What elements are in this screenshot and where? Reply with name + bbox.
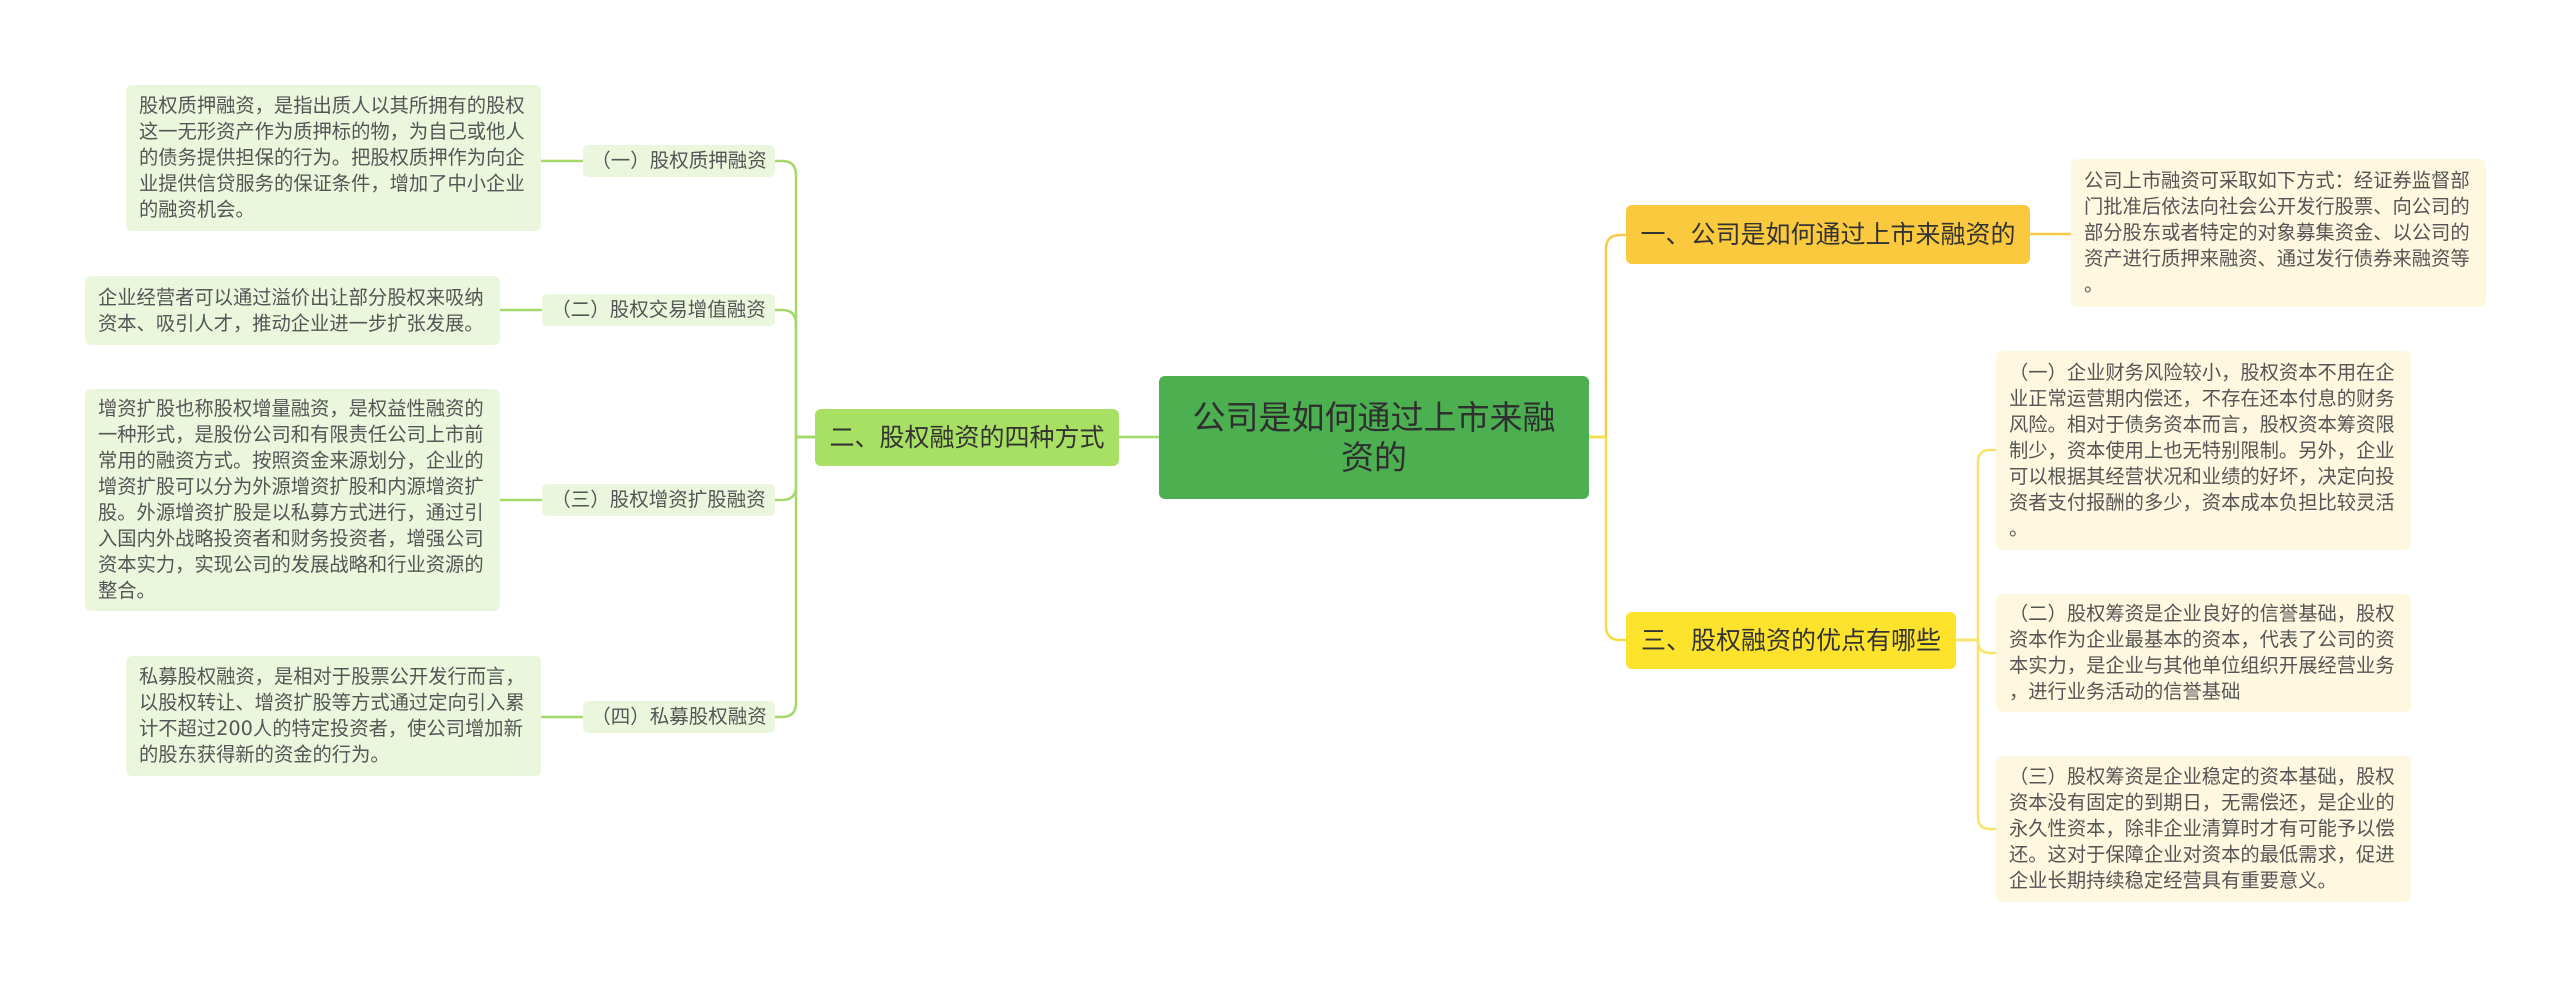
subtopic-label: （三）股权增资扩股融资 <box>551 488 766 511</box>
note-capital-increase[interactable]: 增资扩股也称股权增量融资，是权益性融资的一种形式，是股份公司和有限责任公司上市前… <box>85 389 500 611</box>
note-listing-methods[interactable]: 公司上市融资可采取如下方式：经证券监督部门批准后依法向社会公开发行股票、向公司的… <box>2071 159 2486 307</box>
note-text: 企业经营者可以通过溢价出让部分股权来吸纳资本、吸引人才，推动企业进一步扩张发展。 <box>98 285 484 335</box>
connector-advantages-to-stable-capital <box>1954 638 1998 831</box>
note-text: 股权质押融资，是指出质人以其所拥有的股权这一无形资产作为质押标的物，为自己或他人… <box>139 94 525 221</box>
subtopic-label: （二）股权交易增值融资 <box>551 298 766 321</box>
note-private-equity[interactable]: 私募股权融资，是相对于股票公开发行而言，以股权转让、增资扩股等方式通过定向引入累… <box>126 656 541 776</box>
branch-label: 三、股权融资的优点有哪些 <box>1640 625 1941 655</box>
branch-label: 二、股权融资的四种方式 <box>829 422 1105 452</box>
note-text: 私募股权融资，是相对于股票公开发行而言，以股权转让、增资扩股等方式通过定向引入累… <box>139 665 525 766</box>
branch-label: 一、公司是如何通过上市来融资的 <box>1640 219 2016 249</box>
subtopic-label: （一）股权质押融资 <box>591 149 767 172</box>
central-topic[interactable]: 公司是如何通过上市来融资的 <box>1159 376 1589 499</box>
note-advantage-credit-basis[interactable]: （二）股权筹资是企业良好的信誉基础，股权资本作为企业最基本的资本，代表了公司的资… <box>1996 594 2411 712</box>
note-advantage-stable-capital[interactable]: （三）股权筹资是企业稳定的资本基础，股权资本没有固定的到期日，无需偿还，是企业的… <box>1996 756 2411 902</box>
subtopic-label: （四）私募股权融资 <box>591 705 767 728</box>
note-text: （三）股权筹资是企业稳定的资本基础，股权资本没有固定的到期日，无需偿还，是企业的… <box>2009 765 2395 892</box>
branch-equity-financing-methods[interactable]: 二、股权融资的四种方式 <box>815 409 1119 466</box>
note-text: （一）企业财务风险较小，股权资本不用在企业正常运营期内偿还，不存在还本付息的财务… <box>2009 360 2395 540</box>
subtopic-equity-transfer[interactable]: （二）股权交易增值融资 <box>542 294 775 326</box>
branch-equity-advantages[interactable]: 三、股权融资的优点有哪些 <box>1626 612 1956 669</box>
note-text: （二）股权筹资是企业良好的信誉基础，股权资本作为企业最基本的资本，代表了公司的资… <box>2009 602 2395 703</box>
connector-root-to-listing-branch <box>1587 233 1628 439</box>
connector-root-to-advantages-branch <box>1587 435 1628 642</box>
subtopic-equity-pledge[interactable]: （一）股权质押融资 <box>583 145 775 177</box>
note-equity-transfer[interactable]: 企业经营者可以通过溢价出让部分股权来吸纳资本、吸引人才，推动企业进一步扩张发展。 <box>85 276 500 345</box>
note-text: 增资扩股也称股权增量融资，是权益性融资的一种形式，是股份公司和有限责任公司上市前… <box>98 397 484 602</box>
connector-left-branch-to-equity-pledge <box>773 159 817 439</box>
subtopic-capital-increase[interactable]: （三）股权增资扩股融资 <box>542 484 775 516</box>
central-topic-title: 公司是如何通过上市来融资的 <box>1192 397 1556 477</box>
branch-listing-financing[interactable]: 一、公司是如何通过上市来融资的 <box>1626 205 2030 264</box>
note-text: 公司上市融资可采取如下方式：经证券监督部门批准后依法向社会公开发行股票、向公司的… <box>2084 169 2470 296</box>
connector-advantages-to-low-risk <box>1954 448 1998 642</box>
note-advantage-low-risk[interactable]: （一）企业财务风险较小，股权资本不用在企业正常运营期内偿还，不存在还本付息的财务… <box>1996 351 2411 550</box>
subtopic-private-equity[interactable]: （四）私募股权融资 <box>583 701 775 733</box>
note-equity-pledge[interactable]: 股权质押融资，是指出质人以其所拥有的股权这一无形资产作为质押标的物，为自己或他人… <box>126 85 541 231</box>
connector-left-branch-to-equity-transfer <box>773 308 817 439</box>
connector-left-branch-to-private-equity <box>773 435 817 719</box>
connector-advantages-to-credit-basis <box>1954 638 1998 655</box>
